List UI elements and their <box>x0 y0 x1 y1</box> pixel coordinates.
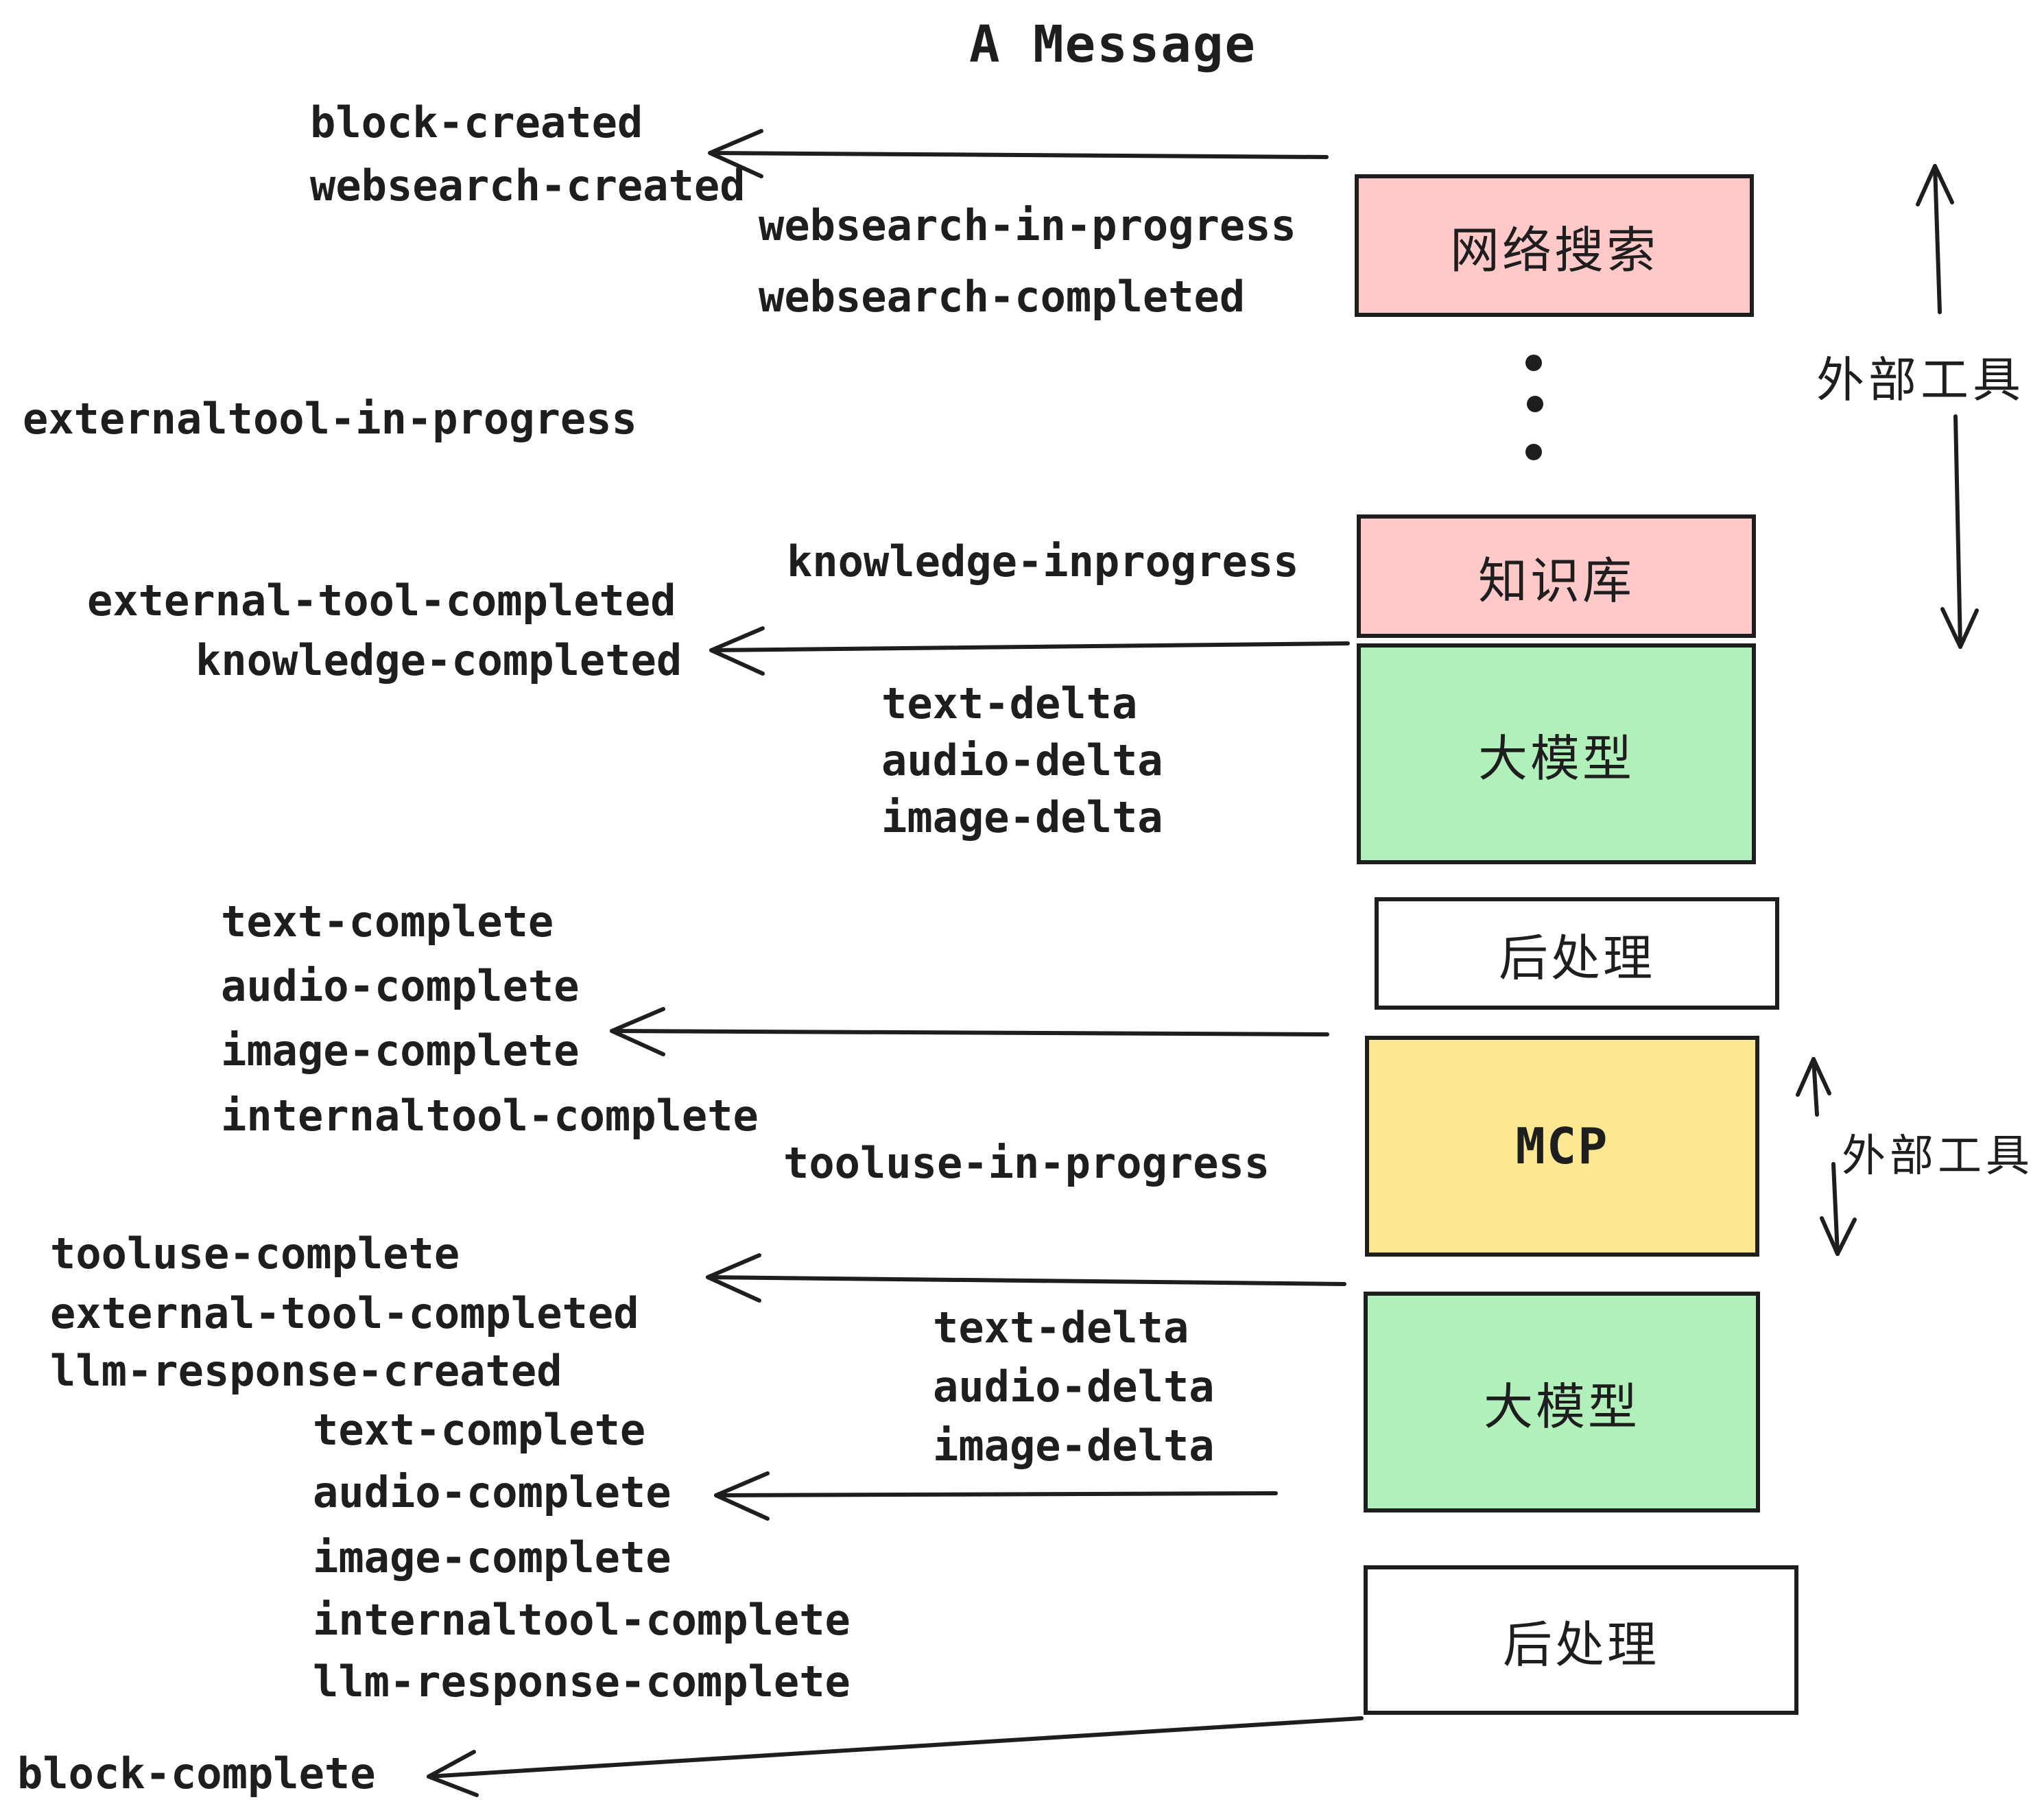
event-label-text-delta-2: text-delta <box>933 1303 1189 1353</box>
event-label-audio-delta: audio-delta <box>881 735 1163 785</box>
side-label-external-tools-2: 外部工具 <box>1842 1131 2034 1182</box>
event-label-tooluse-complete: tooluse-complete <box>50 1229 460 1279</box>
arrow-block-created <box>708 129 1329 178</box>
event-label-externaltool-in-progress: externaltool-in-progress <box>23 394 637 444</box>
event-label-knowledge-completed: knowledge-completed <box>195 635 682 685</box>
arrow-block-complete <box>427 1716 1364 1797</box>
event-label-internaltool-complete: internaltool-complete <box>221 1091 759 1141</box>
event-label-websearch-created: websearch-created <box>310 161 746 211</box>
arrow-tooluse-complete <box>706 1253 1346 1303</box>
event-label-external-tool-completed-2: external-tool-completed <box>50 1288 639 1338</box>
flow-box-llm-1: 大模型 <box>1357 643 1756 864</box>
event-label-llm-response-complete: llm-response-complete <box>313 1657 851 1707</box>
event-label-audio-delta-2: audio-delta <box>933 1362 1215 1412</box>
flow-box-knowledge: 知识库 <box>1357 514 1756 638</box>
event-label-block-created: block-created <box>310 97 643 147</box>
event-label-image-complete-2: image-complete <box>313 1532 672 1582</box>
event-label-knowledge-inprogress: knowledge-inprogress <box>787 536 1299 586</box>
event-label-image-delta: image-delta <box>881 792 1163 842</box>
event-label-block-complete: block-complete <box>17 1748 376 1799</box>
event-label-image-delta-2: image-delta <box>933 1421 1215 1471</box>
event-label-internaltool-complete-2: internaltool-complete <box>313 1595 851 1645</box>
event-label-audio-complete: audio-complete <box>221 961 580 1011</box>
flow-box-llm-2: 大模型 <box>1364 1292 1760 1512</box>
event-label-image-complete: image-complete <box>221 1025 580 1076</box>
event-label-text-delta: text-delta <box>881 678 1138 728</box>
event-label-llm-response-created: llm-response-created <box>50 1346 562 1396</box>
flow-box-websearch: 网络搜索 <box>1355 174 1754 317</box>
event-label-websearch-in-progress: websearch-in-progress <box>759 200 1296 250</box>
event-label-tooluse-in-progress: tooluse-in-progress <box>783 1138 1270 1188</box>
arrow-audio-complete <box>714 1471 1278 1521</box>
event-label-text-complete-2: text-complete <box>313 1405 646 1455</box>
arrow-image-complete <box>610 1007 1329 1056</box>
flow-box-postprocess-1: 后处理 <box>1375 897 1779 1010</box>
arrow-knowledge-completed <box>709 626 1350 676</box>
event-label-text-complete: text-complete <box>221 897 554 947</box>
flow-box-postprocess-2: 后处理 <box>1364 1565 1798 1715</box>
event-label-audio-complete-2: audio-complete <box>313 1467 672 1517</box>
diagram-title: A Message <box>969 15 1257 74</box>
flow-box-mcp: MCP <box>1365 1036 1759 1257</box>
event-label-websearch-completed: websearch-completed <box>759 272 1246 322</box>
vertical-ellipsis-dots <box>1525 355 1543 460</box>
side-label-external-tools-1: 外部工具 <box>1816 352 2025 408</box>
event-label-external-tool-completed: external-tool-completed <box>87 575 676 626</box>
